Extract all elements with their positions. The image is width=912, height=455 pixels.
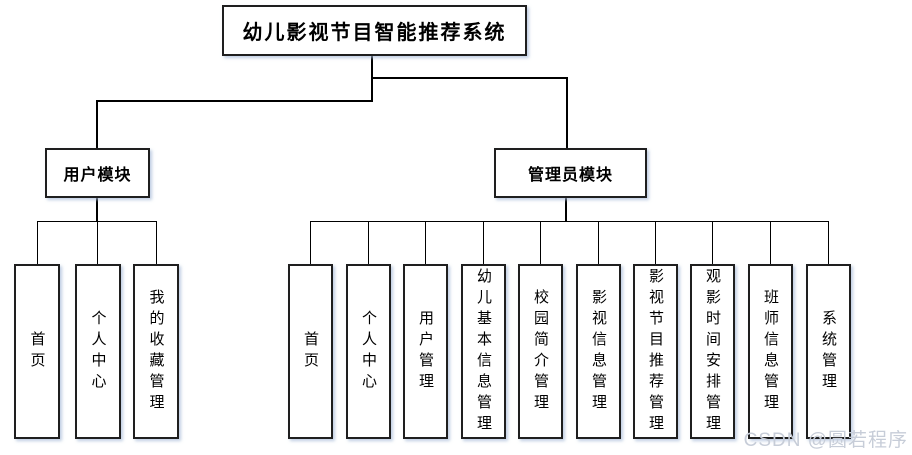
- root-node-label: 幼儿影视节目智能推荐系统: [242, 22, 507, 44]
- connector-user-module-stub: [96, 197, 98, 221]
- connector-admin-drop-4: [483, 221, 484, 264]
- connector-admin-drop-6: [598, 221, 599, 264]
- connector-user-branch-v: [96, 100, 98, 148]
- leaf-node-user-favorites-management: 我的收藏管理: [133, 264, 179, 439]
- leaf-node-admin-campus-intro-management: 校园简介管理: [518, 264, 563, 439]
- leaf-node-admin-child-info-management: 幼儿基本信息管理: [461, 264, 506, 439]
- leaf-label: 影视节目推荐管理: [647, 267, 664, 436]
- leaf-label: 首页: [302, 330, 319, 373]
- connector-admin-drop-8: [712, 221, 713, 264]
- leaf-label: 个人中心: [89, 309, 107, 394]
- connector-admin-drop-5: [540, 221, 541, 264]
- connector-admin-drop-2: [368, 221, 369, 264]
- connector-user-drop-2: [97, 221, 98, 264]
- admin-module-node: 管理员模块: [494, 148, 647, 198]
- connector-admin-drop-7: [655, 221, 656, 264]
- leaf-node-admin-system-management: 系统管理: [806, 264, 851, 439]
- leaf-label: 系统管理: [820, 309, 837, 394]
- leaf-label: 幼儿基本信息管理: [475, 267, 492, 436]
- admin-module-label: 管理员模块: [527, 167, 613, 184]
- connector-admin-module-stub: [565, 198, 567, 221]
- leaf-label: 首页: [28, 330, 46, 373]
- leaf-node-admin-home: 首页: [288, 264, 333, 439]
- leaf-node-admin-class-teacher-info-management: 班师信息管理: [748, 264, 793, 439]
- leaf-label: 班师信息管理: [762, 288, 779, 415]
- leaf-label: 个人中心: [360, 309, 377, 394]
- connector-admin-drop-9: [770, 221, 771, 264]
- connector-admin-drop-1: [310, 221, 311, 264]
- leaf-label: 校园简介管理: [532, 288, 549, 415]
- connector-user-drop-3: [156, 221, 157, 264]
- connector-user-drop-1: [37, 221, 38, 264]
- connector-root-stem: [371, 56, 373, 102]
- leaf-node-user-home: 首页: [14, 264, 60, 439]
- connector-admin-bus: [310, 221, 829, 222]
- root-node-system-title: 幼儿影视节目智能推荐系统: [222, 5, 527, 56]
- leaf-node-user-personal-center: 个人中心: [75, 264, 121, 439]
- connector-admin-drop-10: [828, 221, 829, 264]
- connector-admin-drop-3: [425, 221, 426, 264]
- connector-user-branch-h: [96, 100, 373, 102]
- leaf-label: 观影时间安排管理: [704, 267, 721, 436]
- leaf-label: 用户管理: [417, 309, 434, 394]
- leaf-label: 我的收藏管理: [147, 288, 165, 415]
- user-module-label: 用户模块: [63, 167, 132, 184]
- leaf-node-admin-film-info-management: 影视信息管理: [576, 264, 621, 439]
- leaf-label: 影视信息管理: [590, 288, 607, 415]
- connector-admin-branch-v: [566, 77, 568, 148]
- connector-admin-branch-h: [371, 77, 568, 79]
- leaf-node-admin-personal-center: 个人中心: [346, 264, 391, 439]
- leaf-node-admin-viewing-schedule-management: 观影时间安排管理: [690, 264, 735, 439]
- leaf-node-admin-user-management: 用户管理: [403, 264, 448, 439]
- user-module-node: 用户模块: [45, 148, 150, 198]
- leaf-node-admin-program-recommendation-management: 影视节目推荐管理: [633, 264, 678, 439]
